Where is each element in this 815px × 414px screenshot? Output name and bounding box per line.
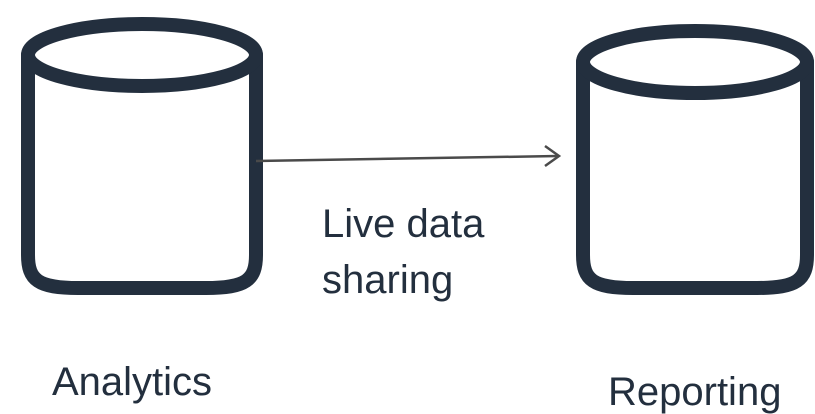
analytics-cylinder-top (21, 17, 263, 93)
edge-line (255, 154, 559, 163)
node-label-analytics: Analytics (52, 360, 213, 404)
node-label-reporting: Reporting (608, 370, 782, 414)
edge-label-line-2: sharing (322, 258, 454, 302)
analytics-database-icon (21, 17, 263, 295)
edge-label-line-1: Live data (322, 202, 485, 246)
edge-label: Live data sharing (322, 196, 484, 308)
reporting-cylinder-top (576, 24, 814, 100)
arrow-right-icon (255, 144, 562, 168)
analytics-cylinder-body (21, 48, 263, 295)
reporting-cylinder-body (576, 55, 814, 295)
edge-arrowhead (544, 144, 562, 168)
reporting-database-icon (576, 24, 814, 295)
